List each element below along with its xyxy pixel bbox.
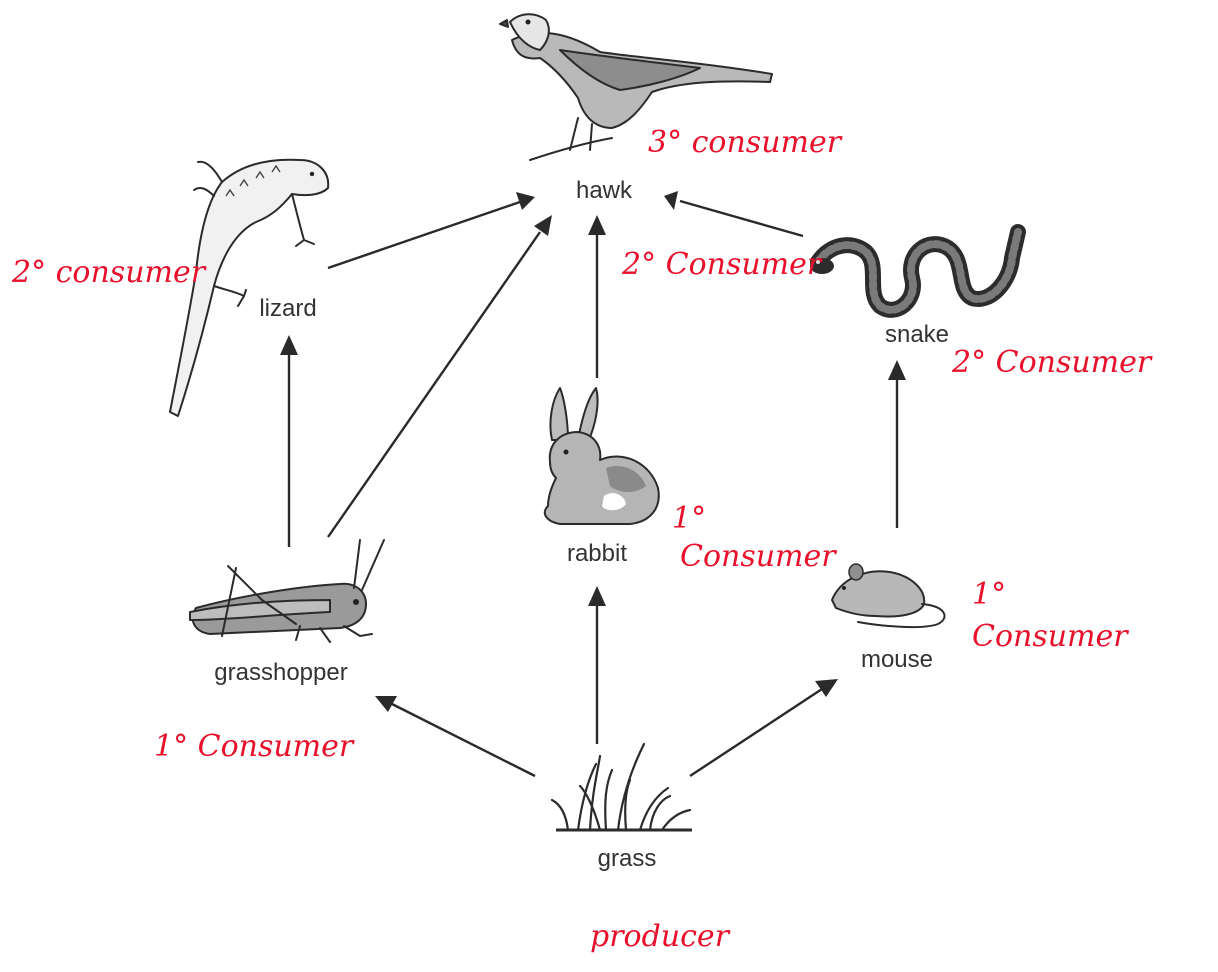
grasshopper-icon bbox=[190, 540, 384, 642]
rabbit-annotation-line2: Consumer bbox=[680, 539, 837, 574]
grass-icon bbox=[552, 744, 692, 830]
arrow-grass-to-grasshopper bbox=[375, 696, 535, 776]
rabbit-icon bbox=[545, 388, 659, 524]
arrow-grasshopper-to-hawk bbox=[328, 215, 552, 537]
arrow-grasshopper-to-lizard bbox=[280, 335, 298, 547]
mouse-annotation-line2: Consumer bbox=[972, 619, 1129, 654]
arrow-mouse-to-snake bbox=[888, 360, 906, 528]
rabbit-label: rabbit bbox=[567, 540, 627, 567]
snake-icon bbox=[810, 232, 1018, 310]
grasshopper-label: grasshopper bbox=[214, 659, 347, 686]
grass-label: grass bbox=[598, 845, 657, 872]
arrow-rabbit-to-hawk bbox=[588, 215, 606, 378]
grass-annotation: producer bbox=[590, 919, 731, 954]
mouse-icon bbox=[832, 564, 945, 627]
hawk-label: hawk bbox=[576, 177, 633, 204]
lizard-label: lizard bbox=[259, 295, 316, 322]
hawk-annotation: 3° consumer bbox=[648, 125, 843, 160]
grasshopper-annotation: 1° Consumer bbox=[154, 729, 355, 764]
snake-annotation-right: 2° Consumer bbox=[951, 345, 1153, 380]
arrow-lizard-to-hawk bbox=[328, 192, 535, 268]
mouse-label: mouse bbox=[861, 646, 933, 673]
snake-annotation-left: 2° Consumer bbox=[621, 247, 823, 282]
arrow-grass-to-mouse bbox=[690, 679, 838, 776]
lizard-annotation: 2° consumer bbox=[11, 255, 207, 290]
mouse-annotation-line1: 1° bbox=[972, 577, 1006, 612]
arrow-grass-to-rabbit bbox=[588, 586, 606, 744]
rabbit-annotation-line1: 1° bbox=[672, 501, 706, 536]
snake-label: snake bbox=[885, 321, 949, 348]
arrow-snake-to-hawk bbox=[664, 191, 803, 236]
